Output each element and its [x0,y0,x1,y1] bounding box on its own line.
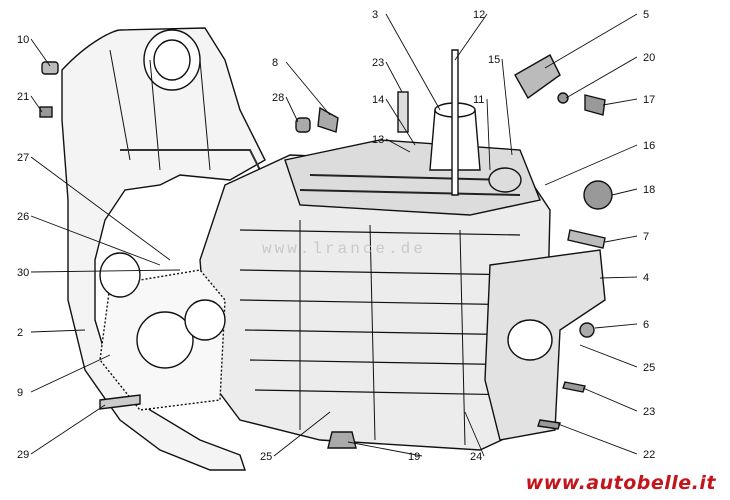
leader-line [385,13,441,111]
part-label-14: 14 [372,94,384,106]
leader-line [30,38,51,67]
part-label-28: 28 [272,92,284,104]
part-label-16: 16 [643,140,655,152]
part-label-13: 13 [372,134,384,146]
part-label-27: 27 [17,152,29,164]
gearbox-housing [39,27,613,471]
leader-line [565,56,638,99]
leader-line [30,95,43,113]
leader-line [30,269,181,273]
part-label-4: 4 [643,272,649,284]
part-label-23: 23 [643,406,655,418]
leader-line [30,156,171,261]
part-label-8: 8 [272,57,278,69]
leader-line [385,98,416,146]
leader-line [30,354,111,393]
leader-line [464,411,485,457]
part-label-2: 2 [17,327,23,339]
leader-line [30,404,106,455]
part-label-5: 5 [643,9,649,21]
part-label-26: 26 [17,211,29,223]
part-label-23: 23 [372,57,384,69]
leader-lines [30,13,638,457]
part-label-24: 24 [470,451,482,463]
watermark: www.lrance.de [262,240,426,258]
leader-line [454,13,488,61]
leader-line [604,235,638,243]
website-link[interactable]: www.autobelle.it [525,472,716,494]
leader-line [385,138,411,153]
part-label-7: 7 [643,231,649,243]
leader-line [30,329,86,333]
leader-line [501,58,513,156]
leader-line [385,61,403,93]
part-label-6: 6 [643,319,649,331]
part-label-11: 11 [473,94,484,106]
leader-line [557,423,638,455]
leader-line [285,96,299,123]
part-label-25: 25 [260,451,272,463]
part-label-22: 22 [643,449,655,461]
leader-line [602,98,638,106]
part-label-25: 25 [643,362,655,374]
part-label-9: 9 [17,387,23,399]
leader-line [599,276,638,279]
leader-line [544,144,638,186]
leader-line [544,13,638,69]
part-label-18: 18 [643,184,655,196]
part-label-15: 15 [488,54,500,66]
part-label-10: 10 [17,34,29,46]
leader-line [582,387,638,412]
leader-line [594,323,638,329]
part-label-3: 3 [372,9,378,21]
leader-line [579,344,638,368]
leader-line [30,215,161,266]
part-label-19: 19 [408,451,420,463]
part-label-12: 12 [473,9,485,21]
leader-line [611,188,638,196]
part-label-21: 21 [17,91,29,103]
part-label-20: 20 [643,52,655,64]
part-label-17: 17 [643,94,655,106]
part-label-29: 29 [17,449,29,461]
leader-line [273,411,331,457]
leader-line [347,441,423,457]
leader-line [486,98,491,171]
leader-line [285,61,331,116]
part-label-30: 30 [17,267,29,279]
